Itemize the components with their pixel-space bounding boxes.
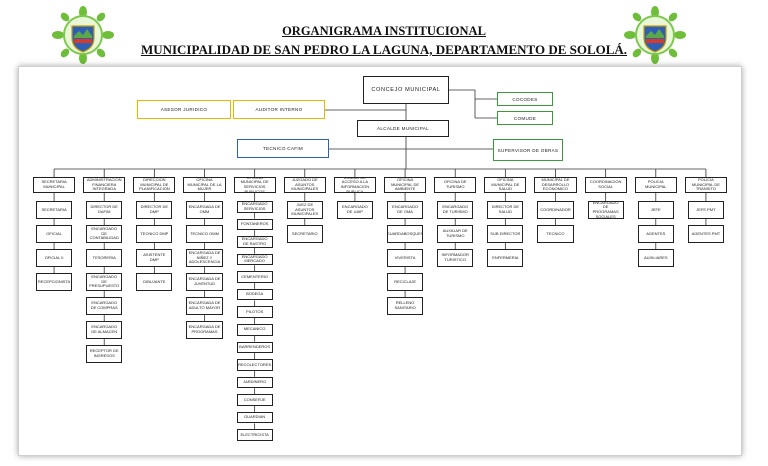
dept-4-sub-7: MECANICO xyxy=(236,324,273,336)
dept-10-sub-1: TECNICO xyxy=(537,225,574,243)
box-alcalde-municipal: ALCALDE MUNICIPAL xyxy=(357,120,449,137)
dept-8-sub-2: INFORMADOR TURISTICO xyxy=(437,249,474,267)
dept-4-sub-12: GUARDIAN xyxy=(236,411,273,424)
dept-10: OFICINA MUNICIPAL DE DESARROLLO ECONOMIC… xyxy=(534,177,577,193)
dept-4-sub-6: PILOTOS xyxy=(236,306,273,318)
dept-7-sub-0: ENCARGADO DE OMA xyxy=(387,201,424,219)
dept-3-sub-2: ENCARGADA DE NIÑEZ Y ADOLESCENCIA xyxy=(186,249,223,267)
dept-4-sub-9: RECOLECTORES xyxy=(236,359,273,371)
dept-2-sub-3: DIBUJANTE xyxy=(136,273,173,291)
dept-0-sub-0: SECRETARIA xyxy=(36,201,73,219)
municipal-emblem-right-icon xyxy=(624,6,686,64)
dept-9-sub-1: SUB DIRECTOR xyxy=(487,225,524,243)
dept-2-sub-2: ASISTENTE DMP xyxy=(136,249,173,267)
dept-4-sub-0: ENCARGADO SERVICIOS xyxy=(236,201,273,213)
dept-5: JUZGADO DE ASUNTOS MUNICIPALES xyxy=(283,177,326,193)
dept-13-sub-0: JEFE PMT xyxy=(687,201,724,219)
org-chart-frame: CONCEJO MUNICIPAL COCODES COMUDE ASESOR … xyxy=(18,66,742,456)
box-comude: COMUDE xyxy=(497,111,553,125)
dept-10-sub-0: COORDINADOR xyxy=(537,201,574,219)
dept-8: OFICINA DE TURISMO xyxy=(434,177,477,193)
dept-7-sub-4: RELLENO SANITARIO xyxy=(387,297,424,315)
chart-title: ORGANIGRAMA INSTITUCIONAL xyxy=(282,24,486,38)
dept-4-sub-13: ELECTRICISTA xyxy=(236,429,273,441)
chart-subtitle: MUNICIPALIDAD DE SAN PEDRO LA LAGUNA, DE… xyxy=(140,42,628,57)
dept-7-sub-1: GUARDABOSQUES xyxy=(387,225,424,243)
dept-12-sub-0: JEFE xyxy=(637,201,674,219)
dept-4-sub-3: ENCARGADO MERCADO xyxy=(236,253,273,266)
box-concejo-municipal: CONCEJO MUNICIPAL xyxy=(363,76,449,104)
connector-lines xyxy=(53,89,707,430)
dept-8-sub-0: ENCARGADO DE TURISMO xyxy=(437,201,474,219)
dept-3: OFICINA MUNICIPAL DE LA MUJER xyxy=(183,177,226,193)
dept-5-sub-1: SECRETARIO xyxy=(286,225,323,243)
dept-7-sub-2: VIVERISTA xyxy=(387,249,424,267)
dept-4-sub-8: BARRENDEROS xyxy=(236,341,273,354)
dept-1-sub-3: ENCARGADO DE PRESUPUESTO xyxy=(86,273,123,291)
dept-4: OFICINA MUNICIPAL DE SERVICIOS PUBLICOS xyxy=(233,177,276,193)
dept-11: COORDINACION SOCIAL xyxy=(584,177,627,193)
dept-6-sub-0: ENCARGADO DE UAIP xyxy=(336,201,373,219)
dept-7-sub-3: RECICLAJE xyxy=(387,273,424,291)
dept-12-sub-2: AUXILIARES xyxy=(637,249,674,267)
dept-4-sub-5: BODEGA xyxy=(236,288,273,301)
dept-1: DIRECCION DE ADMINISTRACION FINANCIERA I… xyxy=(83,177,126,193)
dept-1-sub-0: DIRECTOR DE DAFIM xyxy=(86,201,123,219)
dept-0-sub-3: RECEPCIONISTA xyxy=(36,273,73,291)
dept-9-sub-2: ENFERMERIA xyxy=(487,249,524,267)
dept-11-sub-0: ENCARGADO DE PROGRAMAS SOCIALES xyxy=(587,201,624,219)
dept-9-sub-0: DIRECTOR DE SALUD xyxy=(487,201,524,219)
dept-3-sub-5: ENCARGADA DE PROGRAMAS xyxy=(186,321,223,339)
box-cocodes: COCODES xyxy=(497,92,553,106)
dept-2: DIRECCION MUNICIPAL DE PLANIFICACION xyxy=(133,177,176,193)
dept-4-sub-4: CEMENTERIO xyxy=(236,271,273,283)
dept-4-sub-10: JARDINERO xyxy=(236,376,273,389)
dept-1-sub-5: ENCARGADO DE ALMACEN xyxy=(86,321,123,339)
dept-3-sub-1: TECNICO OMM xyxy=(186,225,223,243)
dept-7: OFICINA MUNICIPAL DE AMBIENTE xyxy=(384,177,427,193)
dept-5-sub-0: JUEZ DE ASUNTOS MUNICIPALES xyxy=(286,201,323,219)
dept-1-sub-2: TESORERIA xyxy=(86,249,123,267)
dept-13-sub-1: AGENTES PMT xyxy=(687,225,724,243)
dept-9: OFICINA MUNICIPAL DE SALUD xyxy=(484,177,527,193)
dept-1-sub-6: RECEPTOR DE INGRESOS xyxy=(86,345,123,363)
box-tecnico-cafim: TECNICO CAFIM xyxy=(237,139,329,158)
dept-1-sub-1: ENCARGADO DE CONTABILIDAD xyxy=(86,225,123,243)
dept-2-sub-0: DIRECTOR DE DMP xyxy=(136,201,173,219)
dept-3-sub-4: ENCARGADA DE ADULTO MAYOR xyxy=(186,297,223,315)
dept-13: POLICIA MUNICIPAL DE TRANSITO xyxy=(684,177,727,193)
dept-1-sub-4: ENCARGADO DE COMPRAS xyxy=(86,297,123,315)
dept-3-sub-0: ENCARGADA DE OMM xyxy=(186,201,223,219)
dept-0-sub-2: OFICIAL II xyxy=(36,249,73,267)
box-auditor-interno: AUDITOR INTERNO xyxy=(233,100,325,119)
dept-4-sub-2: ENCARGADO DE RASTRO xyxy=(236,236,273,248)
dept-2-sub-1: TECNICO DMP xyxy=(136,225,173,243)
dept-0: SECRETARIA MUNICIPAL xyxy=(33,177,76,193)
dept-4-sub-1: FONTANEROS xyxy=(236,218,273,231)
municipal-emblem-left-icon xyxy=(52,6,114,64)
dept-0-sub-1: OFICIAL xyxy=(36,225,73,243)
dept-12: POLICIA MUNICIPAL xyxy=(634,177,677,193)
dept-6: UNIDAD DE ACCESO A LA INFORMACION PUBLIC… xyxy=(333,177,376,193)
box-supervisor-obras: SUPERVISOR DE OBRAS xyxy=(493,139,563,161)
dept-4-sub-11: CONSERJE xyxy=(236,394,273,406)
dept-3-sub-3: ENCARGADA DE JUVENTUD xyxy=(186,273,223,291)
dept-12-sub-1: AGENTES xyxy=(637,225,674,243)
dept-8-sub-1: AUXILIAR DE TURISMO xyxy=(437,225,474,243)
box-asesor-juridico: ASESOR JURIDICO xyxy=(137,100,231,119)
